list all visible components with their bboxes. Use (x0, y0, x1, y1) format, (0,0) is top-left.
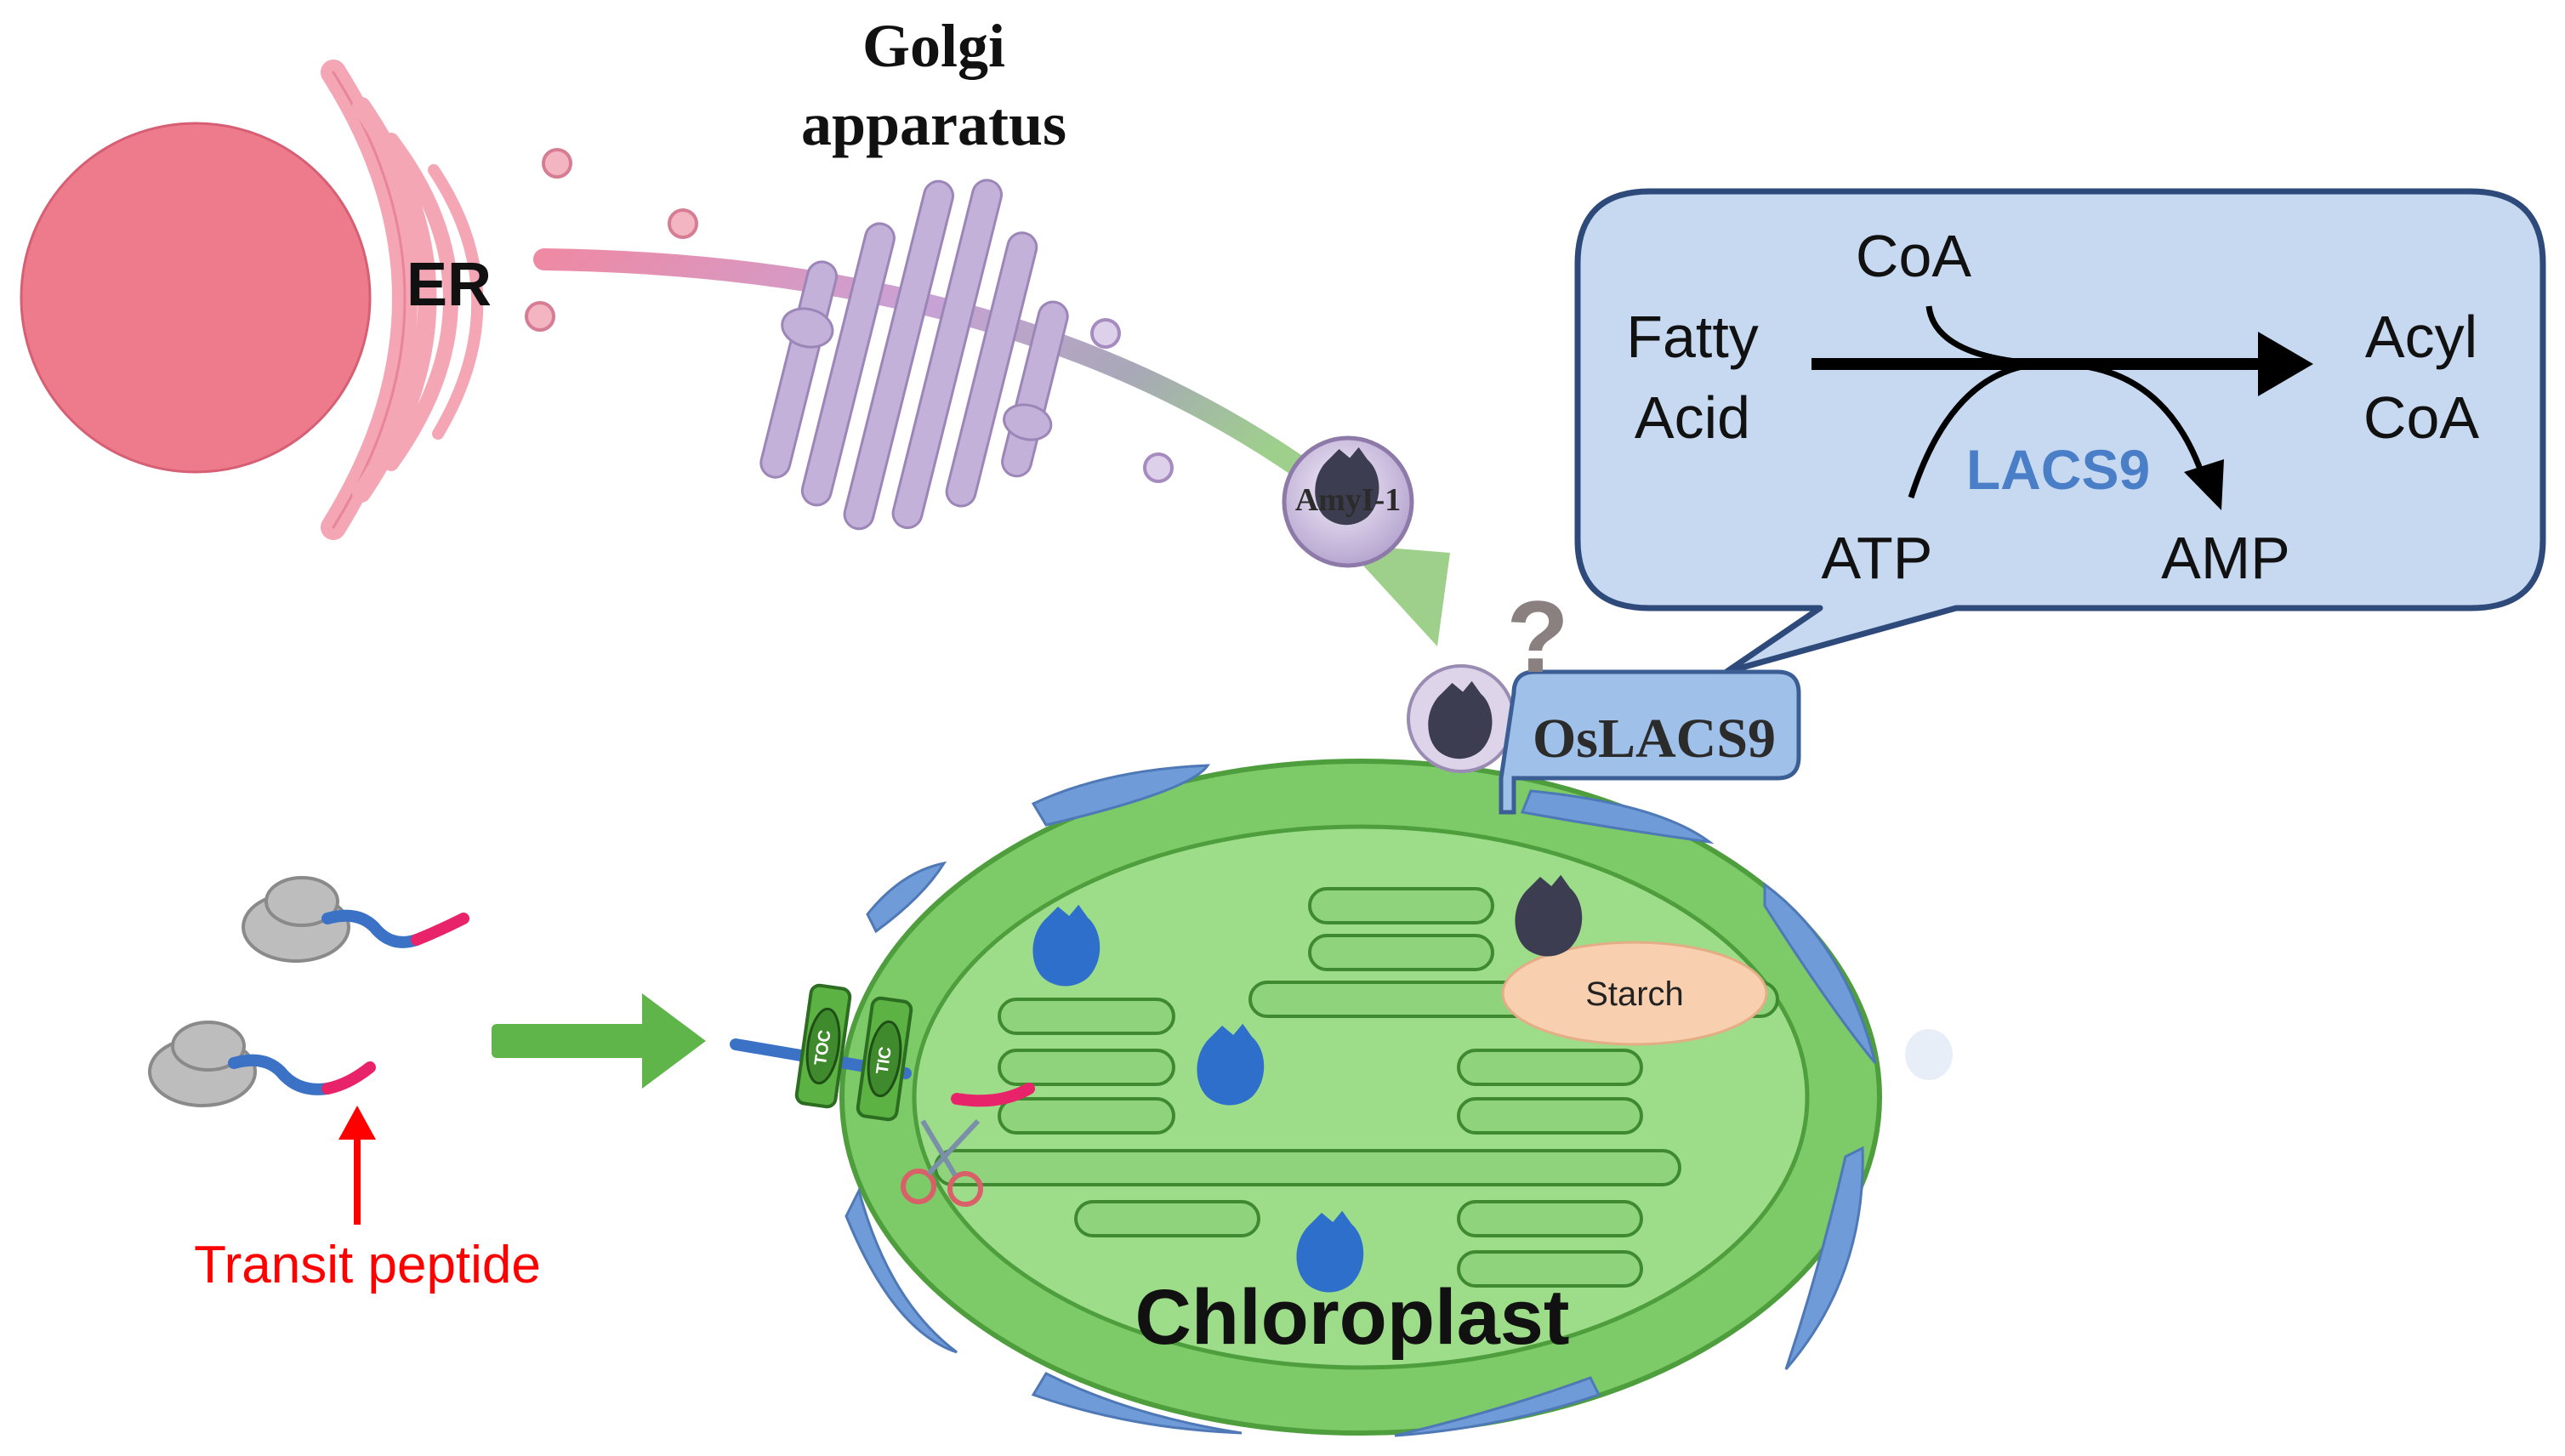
protein-import: Transit peptide TOC TIC (148, 876, 1035, 1294)
question-mark: ? (1506, 580, 1568, 694)
thylakoid (934, 1149, 1681, 1186)
thylakoid (998, 1049, 1175, 1086)
toc-complex: TOC (794, 983, 852, 1109)
vesicle (1143, 452, 1174, 483)
vesicles (525, 148, 1174, 483)
vesicle (668, 208, 698, 239)
er-label: ER (407, 251, 492, 319)
ribosome-small (264, 876, 339, 927)
thylakoid (998, 998, 1175, 1035)
scissors-handle (947, 1171, 983, 1207)
starch-granule (1501, 941, 1768, 1046)
er-organelle: ER (20, 60, 492, 540)
transit-peptide-segment (321, 1061, 376, 1095)
vesicle (1090, 318, 1121, 349)
reaction-main-arrowhead (2258, 332, 2313, 396)
tic-label: TIC (873, 1045, 896, 1075)
substrate-label-line1: Fatty (1626, 304, 1759, 370)
envelope-segment (866, 861, 947, 934)
transit-peptide-pointer-head (338, 1106, 376, 1140)
transit-peptide-label: Transit peptide (194, 1236, 541, 1294)
peptide-chain (321, 909, 423, 948)
envelope-segments (845, 764, 1877, 1437)
golgi-cisterna (945, 231, 1038, 508)
thylakoid (1457, 1250, 1643, 1288)
golgi-bud (1003, 403, 1053, 441)
envelope-segment (1394, 1376, 1601, 1437)
golgi-organelle (759, 179, 1069, 531)
chloroplast-label: Chloroplast (1135, 1274, 1569, 1361)
product-label-line2: CoA (2363, 384, 2479, 451)
energy-out-label: AMP (2161, 525, 2290, 591)
golgi-label-line2: apparatus (801, 90, 1066, 158)
golgi-cisterna (891, 179, 1003, 530)
envelope-segment (1784, 1146, 1864, 1370)
cofactor-in-label: CoA (1856, 223, 1971, 289)
vesicle (542, 148, 572, 179)
transport-arrowhead (1344, 544, 1450, 646)
faint-vesicle (1905, 1029, 1953, 1080)
energy-curve (1908, 361, 2206, 499)
cleaved-transit-peptide (951, 1083, 1035, 1107)
envelope-segment (845, 1186, 958, 1354)
import-arrow-head (642, 993, 706, 1089)
er-sphere (20, 122, 372, 474)
golgi-cisterna (843, 179, 954, 531)
er-membrane-4 (428, 164, 484, 440)
scissors-handle (901, 1169, 936, 1204)
envelope-segment (1031, 764, 1210, 827)
golgi-cisterna (800, 222, 896, 507)
amyi1-label: AmyI-1 (1295, 482, 1402, 518)
scissors-blade (920, 1119, 958, 1177)
er-membrane-1-edge (332, 71, 407, 529)
substrate-label-line2: Acid (1635, 384, 1750, 451)
scissors-icon (901, 1118, 983, 1207)
thylakoid (998, 1097, 1175, 1135)
transit-peptide-segment (411, 913, 469, 946)
chloroplast: Starch Chloroplast (839, 759, 1882, 1437)
starch-label: Starch (1585, 975, 1684, 1013)
envelope-segment (1763, 882, 1877, 1064)
thylakoid (1308, 887, 1494, 924)
import-arrow-shaft (492, 1024, 653, 1058)
er-membrane-2 (352, 97, 437, 503)
reaction-callout: Fatty Acid Acyl CoA CoA ATP AMP LACS9 (1574, 188, 2546, 675)
ribosome-complex (242, 876, 469, 963)
thylakoid (1457, 1097, 1643, 1135)
scissors-blade (926, 1118, 981, 1176)
energy-curve-arrowhead (2184, 459, 2224, 510)
product-label-line1: Acyl (2365, 304, 2477, 370)
ribosome-complex (148, 1021, 376, 1107)
tic-pore (867, 1020, 902, 1098)
thylakoid (1308, 934, 1494, 971)
ribosome-small (171, 1021, 246, 1072)
thylakoid (1457, 1200, 1643, 1237)
oslacs9-label: OsLACS9 (1533, 708, 1776, 770)
peptide-chain (228, 1054, 333, 1095)
oslacs9-tag (1499, 669, 1801, 815)
thylakoid (1074, 1200, 1260, 1237)
toc-pore (805, 1007, 841, 1085)
envelope-segment (1520, 789, 1715, 845)
amyi1-vesicle: AmyI-1 (1282, 435, 1414, 568)
vesicle (525, 301, 555, 332)
oslacs9-group: OsLACS9 ? (1407, 580, 1801, 815)
golgi-label-line1: Golgi (862, 12, 1005, 80)
tic-complex: TIC (856, 996, 913, 1122)
enzyme-label: LACS9 (1966, 438, 2150, 501)
envelope-segment (1031, 1372, 1243, 1435)
energy-in-label: ATP (1822, 525, 1933, 591)
callout-bubble (1574, 188, 2546, 675)
golgi-bud (781, 307, 834, 349)
thylakoid (1457, 1049, 1643, 1086)
cofactor-in-curve (1925, 305, 2042, 367)
er-membrane-3 (384, 133, 458, 471)
